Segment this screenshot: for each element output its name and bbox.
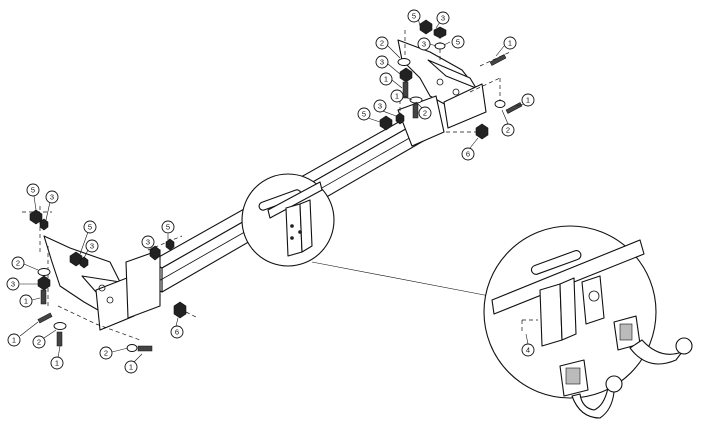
callout-number-label: 1 [526,96,530,105]
left-fasteners [29,209,199,352]
callout-number-label: 5 [362,110,366,119]
callout-number-label: 3 [380,58,384,67]
callouts: 5 3 5 3 2 3 1 1 2 3 5 1 [6,9,535,374]
detail-leader-line [311,261,501,299]
callout-number-label: 5 [31,186,35,195]
callout-c1a [379,72,393,86]
callout-c2b [418,106,432,120]
callout-number-label: 5 [166,223,170,232]
callout-number-label: 1 [395,92,399,101]
callout-c2a [375,36,389,50]
callout-c2e [32,335,46,349]
callout-number-label: 1 [12,336,16,345]
callout-c5b [451,35,465,49]
callout-c5d [26,183,40,197]
callout-c3b [417,37,431,51]
callout-c4a [521,343,535,357]
callout-c1h [124,360,138,374]
callout-c5a [407,9,421,23]
callout-number-label: 1 [24,297,28,306]
callout-c2f [99,346,113,360]
callout-number-label: 3 [422,40,426,49]
callout-c5c [357,107,371,121]
callout-c3a [436,11,450,25]
callout-c6a [461,147,475,161]
callout-c1f [7,333,21,347]
callout-c1b [390,89,404,103]
callout-number-label: 3 [441,14,445,23]
callout-c5f [161,220,175,234]
callout-number-label: 1 [384,75,388,84]
callout-c3e [45,190,59,204]
right-mounting-bracket [397,28,511,147]
callout-number-label: 2 [104,349,108,358]
callout-number-label: 3 [11,280,15,289]
callout-number-label: 5 [456,38,460,47]
callout-c5a-label: 5 [412,12,416,21]
callout-number-label: 3 [50,193,54,202]
callout-c1e [19,294,33,308]
callout-c3g [6,277,20,291]
callout-c1c [503,36,517,50]
callout-number-label: 3 [146,238,150,247]
tow-ball-neck-upper [613,315,693,365]
callout-c5e [83,220,97,234]
callout-number-label: 2 [16,259,20,268]
callout-number-label: 6 [175,328,179,337]
callout-c2c [501,123,515,137]
callout-number-label: 6 [466,150,470,159]
callout-c1d [521,93,535,107]
callout-number-label: 1 [129,363,133,372]
callout-number-label: 5 [88,223,92,232]
callout-c3f [85,239,99,253]
callout-number-label: 2 [37,338,41,347]
detail-circle-small [241,173,335,267]
callout-number-label: 2 [506,126,510,135]
callout-number-label: 4 [526,346,530,355]
callout-number-label: 1 [508,39,512,48]
callout-c3c [375,55,389,69]
callout-c1g [50,356,64,370]
right-fasteners [379,19,523,140]
callout-c3d [373,99,387,113]
tow-ball-neck-lower [559,359,623,419]
callout-c2d [11,256,25,270]
left-mounting-bracket [22,206,183,341]
callout-number-label: 3 [378,102,382,111]
callout-c3h [141,235,155,249]
callout-number-label: 1 [55,359,59,368]
callout-c6b [170,325,184,339]
callout-number-label: 2 [423,109,427,118]
callout-number-label: 2 [380,39,384,48]
callout-number-label: 3 [90,242,94,251]
